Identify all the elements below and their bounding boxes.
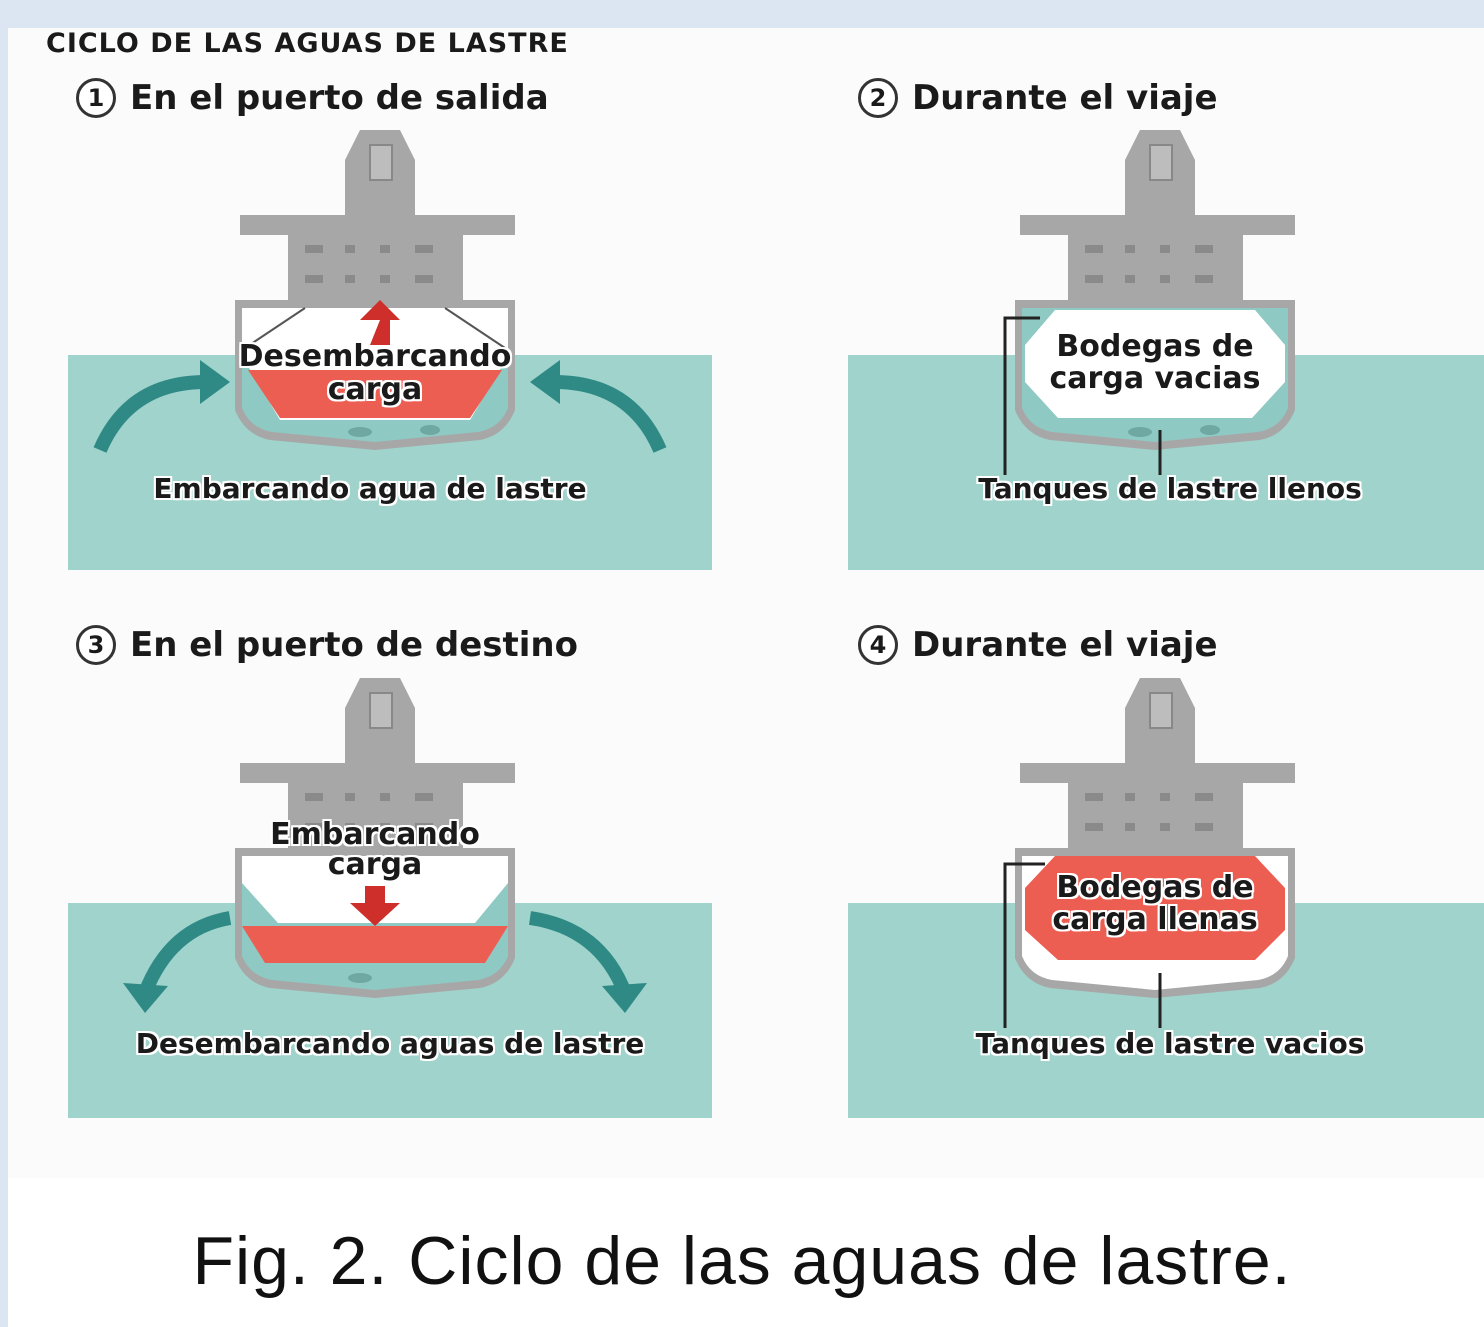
step-4-title: Durante el viaje: [912, 625, 1218, 665]
scene-3-illustration: [68, 678, 712, 1118]
step-3-header: 3 En el puerto de destino: [76, 625, 578, 665]
ballast-discharge-arrow-left: [138, 911, 232, 996]
step-2-bottom-label: Tanques de lastre llenos: [978, 472, 1362, 505]
scene-4-illustration: [848, 678, 1484, 1118]
scene-2: Bodegas de carga vacias Tanques de lastr…: [840, 120, 1484, 590]
step-4-center-line1: Bodegas de: [1056, 870, 1254, 905]
scene-2-illustration: [848, 130, 1484, 570]
step-3-bottom-label: Desembarcando aguas de lastre: [135, 1027, 645, 1060]
scene-4: Bodegas de carga llenas Tanques de lastr…: [840, 668, 1484, 1138]
ship: [235, 130, 515, 450]
step-3-center-line1: Embarcando: [270, 817, 480, 852]
tank-pointer-line-left: [1003, 316, 1040, 475]
ballast-intake-arrow-left: [93, 374, 211, 453]
scene-1-illustration: [68, 130, 712, 570]
step-3-title: En el puerto de destino: [130, 625, 578, 665]
step-3-number: 3: [76, 625, 116, 665]
step-2-center-line1: Bodegas de: [1056, 329, 1254, 364]
top-band: [0, 0, 1484, 28]
step-4-bottom-label: Tanques de lastre vacios: [975, 1027, 1365, 1060]
left-band: [0, 0, 8, 1327]
ballast-intake-arrow-right: [549, 374, 667, 453]
step-4-number: 4: [858, 625, 898, 665]
step-4-center-line2: carga llenas: [1052, 902, 1258, 937]
step-1-center-line2: carga: [327, 372, 423, 407]
unload-cargo-arrow: [360, 300, 400, 345]
figure-caption: Fig. 2. Ciclo de las aguas de lastre.: [192, 1223, 1292, 1299]
load-cargo-arrow: [350, 886, 400, 926]
step-2-title: Durante el viaje: [912, 78, 1218, 118]
ship: [1015, 678, 1295, 998]
diagram-title: CICLO DE LAS AGUAS DE LASTRE: [46, 28, 569, 59]
step-1-header: 1 En el puerto de salida: [76, 78, 549, 118]
tank-pointer-line-left: [1003, 862, 1045, 1028]
step-1-title: En el puerto de salida: [130, 78, 549, 118]
step-4-header: 4 Durante el viaje: [858, 625, 1218, 665]
step-2-number: 2: [858, 78, 898, 118]
step-2-header: 2 Durante el viaje: [858, 78, 1218, 118]
scene-3: Embarcando carga Desembarcando aguas de …: [60, 668, 720, 1138]
step-1-bottom-label: Embarcando agua de lastre: [153, 472, 587, 505]
step-1-number: 1: [76, 78, 116, 118]
ballast-discharge-arrow-right: [528, 911, 632, 996]
ship: [1015, 130, 1295, 450]
step-3-center-line2: carga: [327, 847, 423, 882]
step-2-center-line2: carga vacias: [1049, 361, 1261, 396]
step-1-center-line1: Desembarcando: [238, 339, 512, 374]
scene-1: Desembarcando carga Embarcando agua de l…: [60, 120, 720, 590]
